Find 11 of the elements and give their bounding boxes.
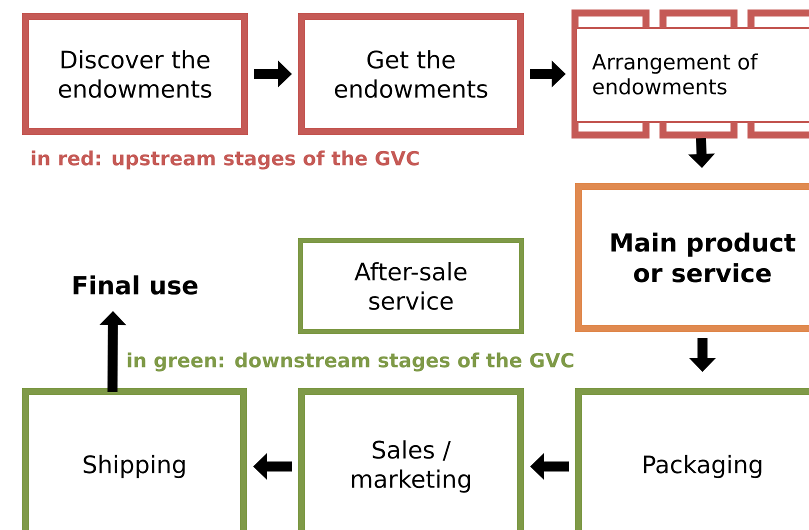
- main-stage-box: Main product or service: [575, 183, 809, 332]
- stage-box: Get the endowments: [298, 13, 524, 135]
- legend-note: in red: upstream stages of the GVC: [32, 150, 419, 170]
- stage-text: Final use: [74, 275, 198, 295]
- stage-box: Discover the endowments: [22, 13, 248, 135]
- stage-box: Packaging: [575, 388, 809, 530]
- legend-note: in green: downstream stages of the GVC: [128, 352, 574, 372]
- stage-box: Shipping: [22, 388, 247, 530]
- stage-box: After-sale service: [298, 238, 524, 334]
- stacked-stage-box: Arrangement of endowments: [572, 10, 809, 138]
- stage-box: Sales / marketing: [298, 388, 524, 530]
